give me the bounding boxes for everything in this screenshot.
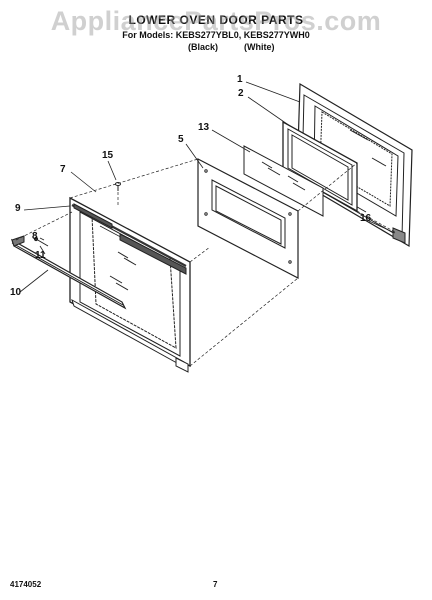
page-title: LOWER OVEN DOOR PARTS: [128, 13, 304, 27]
callout-part-9: 9: [15, 203, 21, 214]
callout-part-8: 8: [32, 231, 38, 242]
lower-trim-strip: [71, 298, 189, 373]
page-number: 7: [213, 580, 218, 589]
document-number: 4174052: [10, 580, 42, 589]
callout-part-15: 15: [102, 150, 114, 161]
frame-screw: [115, 182, 121, 191]
callout-part-16: 16: [360, 213, 372, 224]
assembly-guide-lines: [15, 158, 396, 367]
door-handle: [10, 235, 127, 310]
handle-screw: [33, 236, 49, 247]
color-white-label: (White): [244, 42, 275, 52]
callout-part-1: 1: [237, 74, 243, 85]
callout-part-13: 13: [198, 122, 210, 133]
callout-part-10: 10: [10, 287, 22, 298]
callout-part-7: 7: [60, 164, 66, 175]
door-glass-pane: [243, 145, 324, 217]
inner-door-panel: [197, 158, 299, 279]
outer-door-frame: [69, 196, 191, 368]
model-numbers: For Models: KEBS277YBL0, KEBS277YWH0: [122, 30, 310, 40]
door-bumper: [392, 227, 406, 244]
color-black-label: (Black): [188, 42, 219, 52]
callout-part-5: 5: [178, 134, 184, 145]
callout-leader-lines: [19, 81, 396, 293]
callout-part-11: 11: [35, 250, 46, 261]
callout-part-2: 2: [238, 88, 244, 99]
